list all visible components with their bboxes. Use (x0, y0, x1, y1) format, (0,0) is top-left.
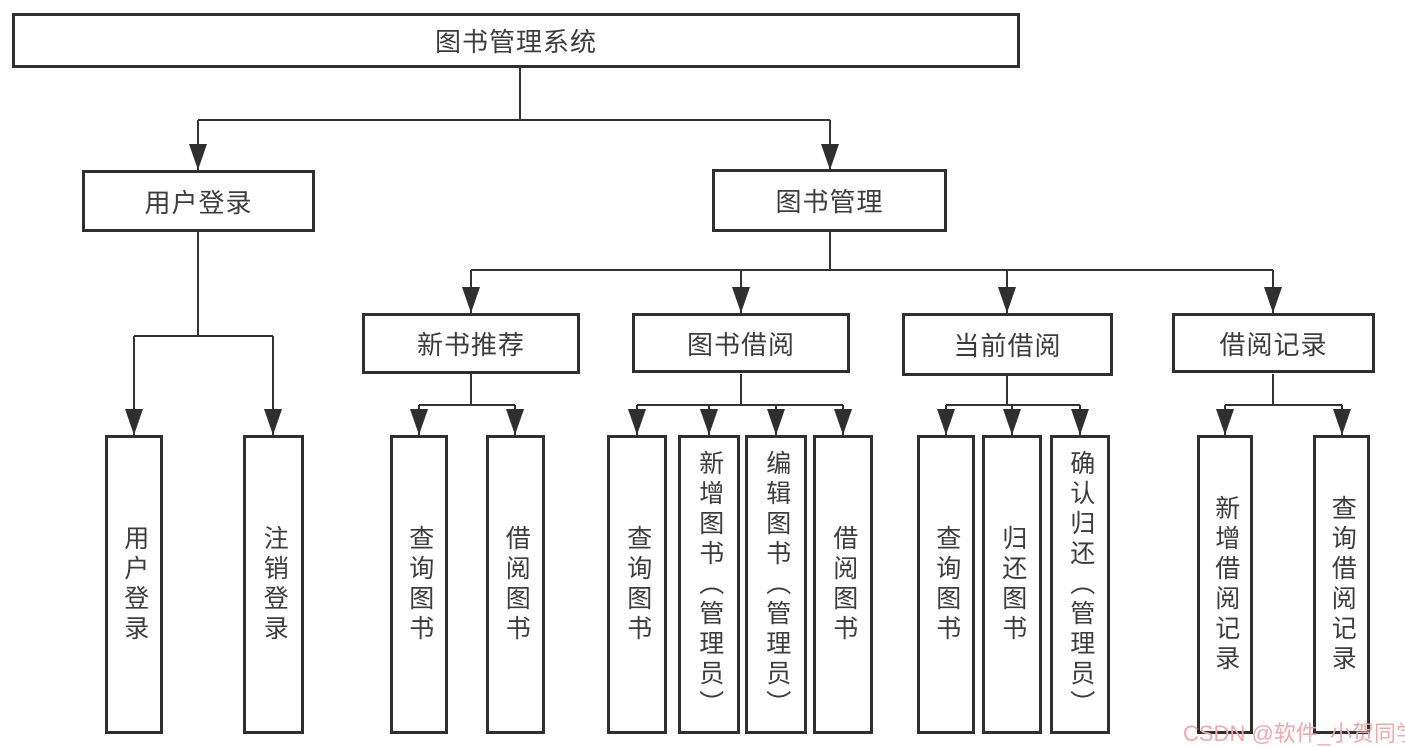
node-label: 借阅图书 (829, 524, 858, 645)
arrow-down-icon (506, 409, 524, 435)
node-root-system: 图书管理系统 (12, 13, 1020, 68)
arrow-down-icon (767, 409, 785, 435)
node-new-book-recommend: 新书推荐 (362, 313, 580, 374)
leaf-borrow-books-recommend: 借阅图书 (486, 435, 545, 734)
node-label: 新书推荐 (416, 330, 525, 360)
node-label: 图书管理 (775, 187, 884, 217)
node-user-login: 用户登录 (82, 170, 315, 232)
node-label: 借阅记录 (1219, 329, 1328, 360)
node-label: 查询图书 (405, 524, 434, 645)
node-label: 查询图书 (623, 524, 652, 645)
arrow-down-icon (732, 287, 750, 313)
leaf-return-books: 归还图书 (982, 435, 1042, 734)
leaf-confirm-return-admin: 确认归还（管理员） (1050, 435, 1110, 734)
node-label: 编辑图书（管理员） (762, 449, 791, 720)
node-label: 归还图书 (998, 524, 1027, 645)
arrow-down-icon (998, 287, 1016, 313)
arrow-down-icon (628, 409, 646, 435)
leaf-query-books-current: 查询图书 (917, 435, 975, 734)
connector-records-children (1224, 374, 1343, 435)
arrow-down-icon (937, 409, 955, 435)
connector-bookmgmt-to-level3 (470, 232, 1274, 313)
node-label: 用户登录 (120, 524, 149, 645)
node-label: 用户登录 (144, 187, 253, 218)
node-label: 新增图书（管理员） (695, 449, 724, 720)
node-label: 图书管理系统 (434, 27, 597, 57)
arrow-down-icon (1216, 409, 1234, 435)
leaf-logout: 注销登录 (243, 435, 304, 734)
leaf-query-borrow-record: 查询借阅记录 (1313, 435, 1370, 734)
connector-currentborrow-children (945, 376, 1081, 435)
arrow-down-icon (410, 409, 428, 435)
node-label: 注销登录 (260, 524, 289, 645)
connector-root-to-level2 (197, 68, 831, 170)
node-book-borrowing: 图书借阅 (632, 313, 850, 373)
node-label: 查询借阅记录 (1328, 494, 1357, 675)
node-current-borrowing: 当前借阅 (902, 313, 1113, 376)
leaf-query-books-recommend: 查询图书 (390, 435, 448, 734)
arrow-down-icon (834, 409, 852, 435)
node-label: 新增借阅记录 (1211, 494, 1240, 675)
node-label: 借阅图书 (502, 524, 531, 645)
leaf-query-books-borrow: 查询图书 (607, 435, 667, 734)
node-label: 当前借阅 (953, 331, 1062, 361)
arrow-down-icon (189, 144, 207, 170)
leaf-edit-books-admin: 编辑图书（管理员） (745, 435, 807, 734)
arrow-down-icon (1333, 409, 1351, 435)
arrow-down-icon (700, 409, 718, 435)
arrow-down-icon (1264, 287, 1282, 313)
connector-userlogin-children (133, 232, 274, 435)
leaf-borrow-books: 借阅图书 (813, 435, 873, 734)
node-book-management: 图书管理 (712, 169, 947, 232)
connector-newbook-children (418, 374, 516, 435)
arrow-down-icon (264, 409, 282, 435)
connector-bookborrow-children (636, 374, 844, 435)
node-label: 查询图书 (932, 524, 961, 645)
arrow-down-icon (821, 144, 839, 170)
arrow-down-icon (1071, 409, 1089, 435)
leaf-add-borrow-record: 新增借阅记录 (1197, 435, 1253, 734)
node-borrow-records: 借阅记录 (1172, 313, 1375, 373)
node-label: 图书借阅 (686, 329, 795, 360)
arrow-down-icon (1003, 409, 1021, 435)
leaf-user-login: 用户登录 (105, 435, 163, 734)
leaf-add-books-admin: 新增图书（管理员） (678, 435, 740, 734)
node-label: 确认归还（管理员） (1066, 449, 1095, 720)
arrow-down-icon (125, 409, 143, 435)
arrow-down-icon (462, 287, 480, 313)
csdn-watermark: CSDN @软件_小贺同学 (1183, 721, 1405, 746)
